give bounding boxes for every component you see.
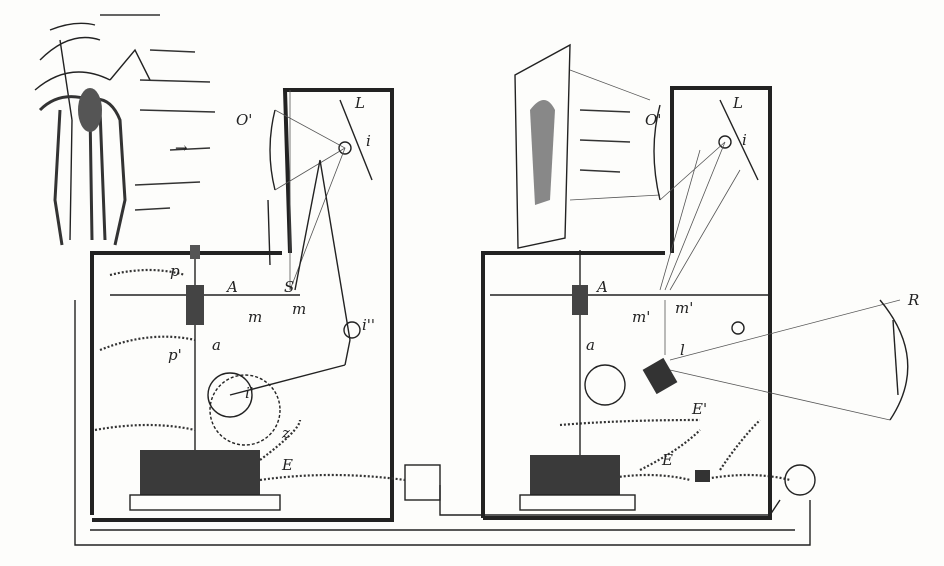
label-L: L <box>354 94 365 112</box>
label-p: p <box>170 262 180 280</box>
label-m2: m' <box>675 299 693 317</box>
label-z: z <box>281 424 290 442</box>
transmitter-apparatus <box>90 88 441 522</box>
labels-right: O' L i A m' m' a l E' E R <box>586 94 919 469</box>
label-R: R <box>907 291 919 309</box>
label-i1: i' <box>245 384 254 402</box>
label-i2: i'' <box>362 316 375 334</box>
camel-scene: → <box>34 22 211 246</box>
label-a: a <box>586 336 595 354</box>
label-S: S <box>284 278 294 296</box>
label-E: E <box>661 451 673 469</box>
label-O: O' <box>645 111 661 129</box>
projection-screen <box>514 43 661 249</box>
label-O: O' <box>236 111 252 129</box>
label-E: E <box>281 456 293 474</box>
label-p2: p' <box>168 346 182 364</box>
label-a: a <box>212 336 221 354</box>
label-A: A <box>225 278 238 296</box>
label-m1: m <box>248 308 262 326</box>
label-A: A <box>595 278 608 296</box>
svg-text:→: → <box>175 139 188 157</box>
label-i: i <box>366 132 371 150</box>
label-l: l <box>680 341 685 359</box>
ray-lines-left <box>100 14 216 211</box>
label-L: L <box>732 94 743 112</box>
receiver-apparatus <box>481 86 909 520</box>
label-m2: m <box>292 300 306 318</box>
wires <box>74 268 811 546</box>
label-E2: E' <box>691 400 707 418</box>
labels-left: O' L i A p S m m i'' a p' i' z E <box>168 94 375 474</box>
label-m1: m' <box>632 308 650 326</box>
label-i: i <box>742 131 747 149</box>
